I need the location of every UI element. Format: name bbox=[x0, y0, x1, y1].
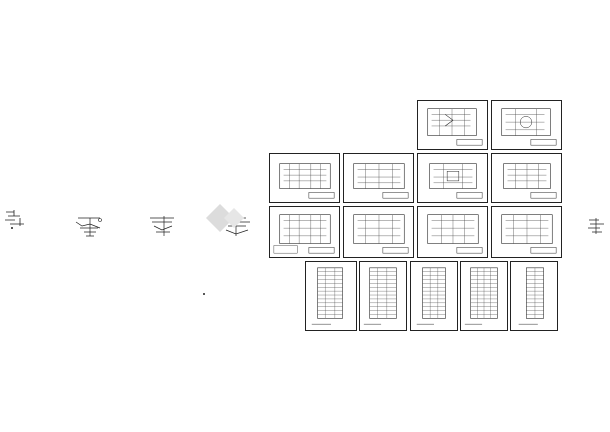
detail-fragment-3 bbox=[150, 216, 174, 236]
floor-plan-sheet[interactable] bbox=[417, 100, 488, 150]
floor-plan-sheet[interactable] bbox=[343, 153, 414, 203]
floor-plan-sheet[interactable] bbox=[491, 153, 562, 203]
floor-plan-sheet[interactable] bbox=[491, 100, 562, 150]
detail-fragment-1 bbox=[5, 210, 24, 229]
floor-plan-sheet[interactable] bbox=[491, 206, 562, 258]
watermark-logo bbox=[206, 204, 244, 232]
detail-fragment-2 bbox=[75, 217, 102, 237]
elevation-sheet[interactable] bbox=[410, 261, 458, 331]
elevation-sheet[interactable] bbox=[460, 261, 508, 331]
floor-plan-sheet[interactable] bbox=[343, 206, 414, 258]
elevation-sheet[interactable] bbox=[305, 261, 357, 331]
floor-plan-sheet[interactable] bbox=[417, 206, 488, 258]
floor-plan-sheet[interactable] bbox=[269, 206, 340, 258]
detail-fragment-5 bbox=[203, 293, 205, 295]
detail-fragment-6 bbox=[588, 218, 604, 234]
floor-plan-sheet[interactable] bbox=[417, 153, 488, 203]
elevation-sheet[interactable] bbox=[359, 261, 407, 331]
elevation-sheet[interactable] bbox=[510, 261, 558, 331]
floor-plan-sheet[interactable] bbox=[269, 153, 340, 203]
